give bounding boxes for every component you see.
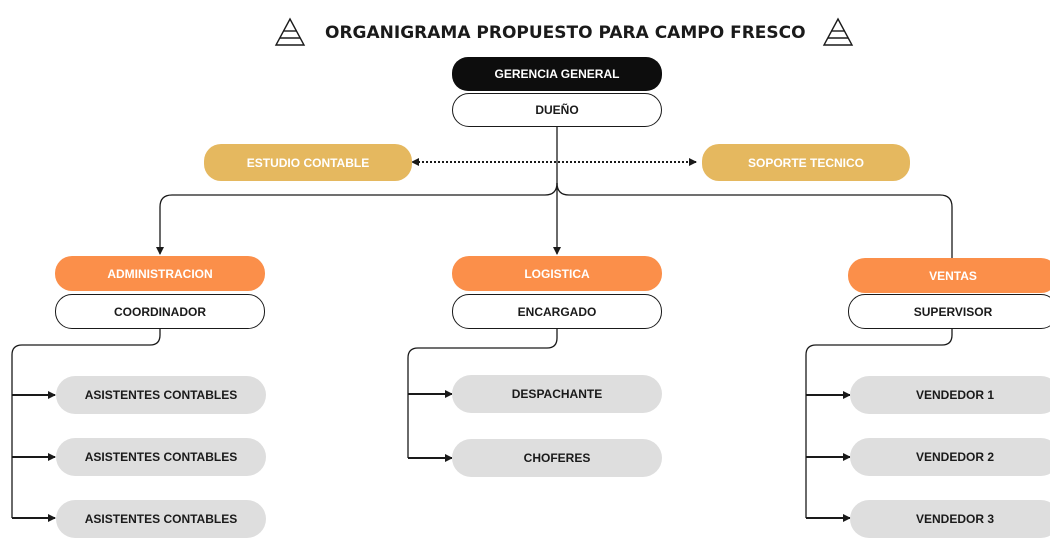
staff-logistica-1: DESPACHANTE [452, 375, 662, 413]
dueno-box: DUEÑO [452, 93, 662, 127]
bracket-logistica [407, 329, 558, 458]
bracket-administracion [11, 329, 161, 518]
staff-administracion-3: ASISTENTES CONTABLES [56, 500, 266, 538]
soporte-tecnico-box: SOPORTE TECNICO [702, 144, 910, 181]
staff-administracion-1: ASISTENTES CONTABLES [56, 376, 266, 414]
department-logistica: LOGISTICA [452, 256, 662, 291]
chart-title: ORGANIGRAMA PROPUESTO PARA CAMPO FRESCO [325, 23, 806, 43]
gerencia-general-box: GERENCIA GENERAL [452, 57, 662, 91]
pyramid-icon [822, 17, 854, 46]
staff-logistica-2: CHOFERES [452, 439, 662, 477]
department-administracion: ADMINISTRACION [55, 256, 265, 291]
staff-administracion-2: ASISTENTES CONTABLES [56, 438, 266, 476]
estudio-contable-box: ESTUDIO CONTABLE [204, 144, 412, 181]
department-ventas: VENTAS [848, 258, 1050, 293]
staff-ventas-1: VENDEDOR 1 [850, 376, 1050, 414]
branch-ventas [556, 182, 953, 258]
branch-administracion [156, 182, 558, 255]
lead-coordinador: COORDINADOR [55, 294, 265, 329]
bracket-ventas [805, 329, 953, 518]
pyramid-icon [274, 17, 306, 46]
lead-encargado: ENCARGADO [452, 294, 662, 329]
lead-supervisor: SUPERVISOR [848, 294, 1050, 329]
staff-ventas-3: VENDEDOR 3 [850, 500, 1050, 538]
staff-ventas-2: VENDEDOR 2 [850, 438, 1050, 476]
